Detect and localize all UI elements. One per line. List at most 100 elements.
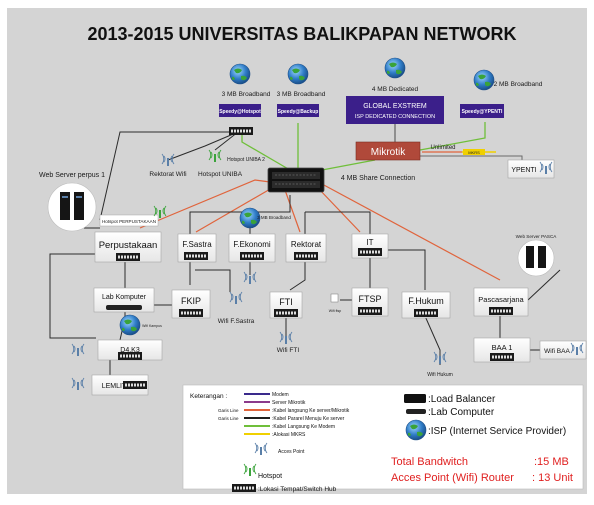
switch-hub-icon	[240, 252, 264, 260]
isp-speedy-backup: 3 MB Broadband Speedy@Backup	[277, 63, 326, 117]
legend-switch-hub: :Lokasi Tempat/Switch Hub	[258, 486, 337, 493]
legend-line-label: :Kabel langsung Ke server/Mikrotik	[272, 408, 350, 414]
baa1-node: BAA 1	[473, 337, 531, 363]
lemlit-node: LEMLIT	[91, 374, 149, 396]
fsastra-bandwidth: 3 MB Broadband	[257, 215, 291, 220]
speedy-hotspot-label: Speedy@Hotspot	[219, 109, 261, 115]
legend-line-label: :Alokasi MKRS	[272, 432, 306, 438]
switch-hub-icon	[179, 309, 203, 317]
speedy-hotspot-bandwidth: 3 MB Broadband	[222, 91, 271, 98]
isp-globe-icon	[119, 314, 141, 336]
switch-hub-icon	[294, 252, 318, 260]
wifi-fti-label: Wifi FTI	[277, 347, 300, 354]
dedicated-bandwidth: 4 MB Dedicated	[372, 86, 419, 93]
fekonomi-label: F.Ekonomi	[233, 240, 271, 249]
web-server-perpus	[47, 182, 97, 232]
pascasarjana-label: Pascasarjana	[478, 295, 524, 304]
global-extreme-subtitle: ISP DEDICATED CONNECTION	[355, 114, 435, 120]
lab-komputer-node: Lab Komputer	[93, 287, 155, 313]
switch-hub-icon	[489, 307, 513, 315]
switch-hub-icon	[414, 309, 438, 317]
access-point-count-value: : 13 Unit	[532, 472, 573, 484]
fsastra-label: F.Sastra	[182, 240, 212, 249]
speedy-backup-bandwidth: 3 MB Broadband	[277, 91, 326, 98]
isp-globe-icon	[405, 419, 427, 441]
wifi-ftsp-ap	[330, 293, 339, 303]
legend-item-prefix: Garis Line	[218, 408, 239, 413]
web-server-perpus-label: Web Server perpus 1	[39, 172, 105, 179]
global-extreme-name: GLOBAL EXSTREM	[363, 103, 427, 110]
hotspot-uniba2-label: Hotspot UNIBA 2	[227, 157, 265, 163]
ftsp-node: FTSP	[351, 287, 389, 317]
total-bandwidth-label: Total Bandwitch	[391, 456, 468, 468]
speedy-ypenti-label: Speedy@YPENTI	[462, 109, 503, 115]
lemlit-label: LEMLIT	[102, 383, 127, 390]
web-server-pasca-label: Web Server PASCA	[516, 234, 558, 239]
diagram-title: 2013-2015 UNIVERSITAS BALIKPAPAN NETWORK	[87, 24, 516, 44]
wifi-fsastra-label: Wifi F.Sastra	[218, 318, 255, 325]
share-connection-label: 4 MB Share Connection	[341, 175, 415, 182]
global-extreme-modem	[346, 96, 444, 124]
d4k3-label: D4,K3	[120, 347, 140, 354]
lab-komputer-label: Lab Komputer	[102, 294, 147, 301]
legend-load-balancer: :Load Balancer	[428, 394, 496, 405]
mkrs-marker	[463, 149, 485, 155]
legend-line-label: Modem	[272, 392, 289, 398]
access-point-count-label: Acces Point (Wifi) Router	[391, 472, 514, 484]
legend-item-prefix: Garis Line	[218, 416, 239, 421]
legend-line-label: Server Mikrotik	[272, 400, 306, 406]
switch-hub-icon	[358, 307, 382, 315]
switch-hub-icon	[358, 248, 382, 256]
fsastra-node: F.Sastra	[177, 233, 217, 263]
load-balancer	[267, 167, 325, 193]
rektorat-wifi-label: Rektorat Wifi	[149, 171, 186, 178]
legend-isp: :ISP (Internet Service Provider)	[428, 426, 566, 437]
fhukum-node: F.Hukum	[401, 291, 451, 319]
mikrotik-label: Mikrotik	[371, 147, 406, 158]
ftsp-label: FTSP	[358, 294, 381, 304]
speedy-ypenti-modem	[460, 104, 504, 118]
perpustakaan-label: Perpustakaan	[99, 240, 158, 251]
hotspot-perpus-box	[99, 214, 159, 227]
isp-globe-icon	[287, 63, 309, 85]
isp-speedy-hotspot: 3 MB Broadband Speedy@Hotspot	[219, 63, 271, 135]
rektorat-label: Rektorat	[291, 240, 322, 249]
legend-line-label: :Kabel Pararel Menuju Ke server	[272, 416, 345, 422]
fkip-node: FKIP	[171, 289, 211, 319]
legend-access-point: Acces Point	[278, 449, 305, 455]
speedy-hotspot-modem	[219, 104, 261, 117]
rektorat-node: Rektorat	[285, 233, 327, 263]
switch-hub-icon	[229, 127, 253, 135]
fti-node: FTI	[269, 291, 303, 319]
load-balancer-icon	[404, 394, 426, 403]
speedy-backup-label: Speedy@Backup	[278, 109, 319, 115]
switch-hub-icon	[123, 381, 147, 389]
wifi-baa-node: Wifi BAA	[539, 340, 587, 360]
switch-hub-icon	[184, 252, 208, 260]
speedy-backup-modem	[277, 104, 319, 117]
isp-speedy-ypenti: 2 MB Broadband Speedy@YPENTI	[460, 69, 543, 118]
unlimited-label: Unlimited	[430, 145, 455, 151]
switch-hub-icon	[118, 352, 142, 360]
web-server-pasca	[517, 239, 555, 277]
it-node: IT	[351, 233, 389, 259]
hotspot-uniba-label: Hotspot UNIBA	[198, 171, 243, 178]
legend-line-label: :Kabel Langsung Ke Modem	[272, 424, 335, 430]
ypenti-bandwidth: 2 MB Broadband	[494, 81, 543, 88]
it-label: IT	[366, 238, 373, 247]
isp-globe-icon	[229, 63, 251, 85]
switch-hub-icon	[232, 484, 256, 492]
isp-global-extreme: 4 MB Dedicated GLOBAL EXSTREM ISP DEDICA…	[346, 57, 444, 124]
fkip-label: FKIP	[181, 296, 201, 306]
legend-lab-computer: :Lab Computer	[428, 407, 495, 418]
hotspot-lab-label: Wifi Kampus	[142, 324, 162, 328]
baa1-label: BAA 1	[492, 343, 513, 352]
pascasarjana-node: Pascasarjana	[473, 287, 529, 317]
ypenti-node: YPENTI	[507, 159, 555, 179]
lab-computer-icon	[106, 305, 142, 310]
wifi-baa-label: Wifi BAA	[544, 348, 570, 355]
